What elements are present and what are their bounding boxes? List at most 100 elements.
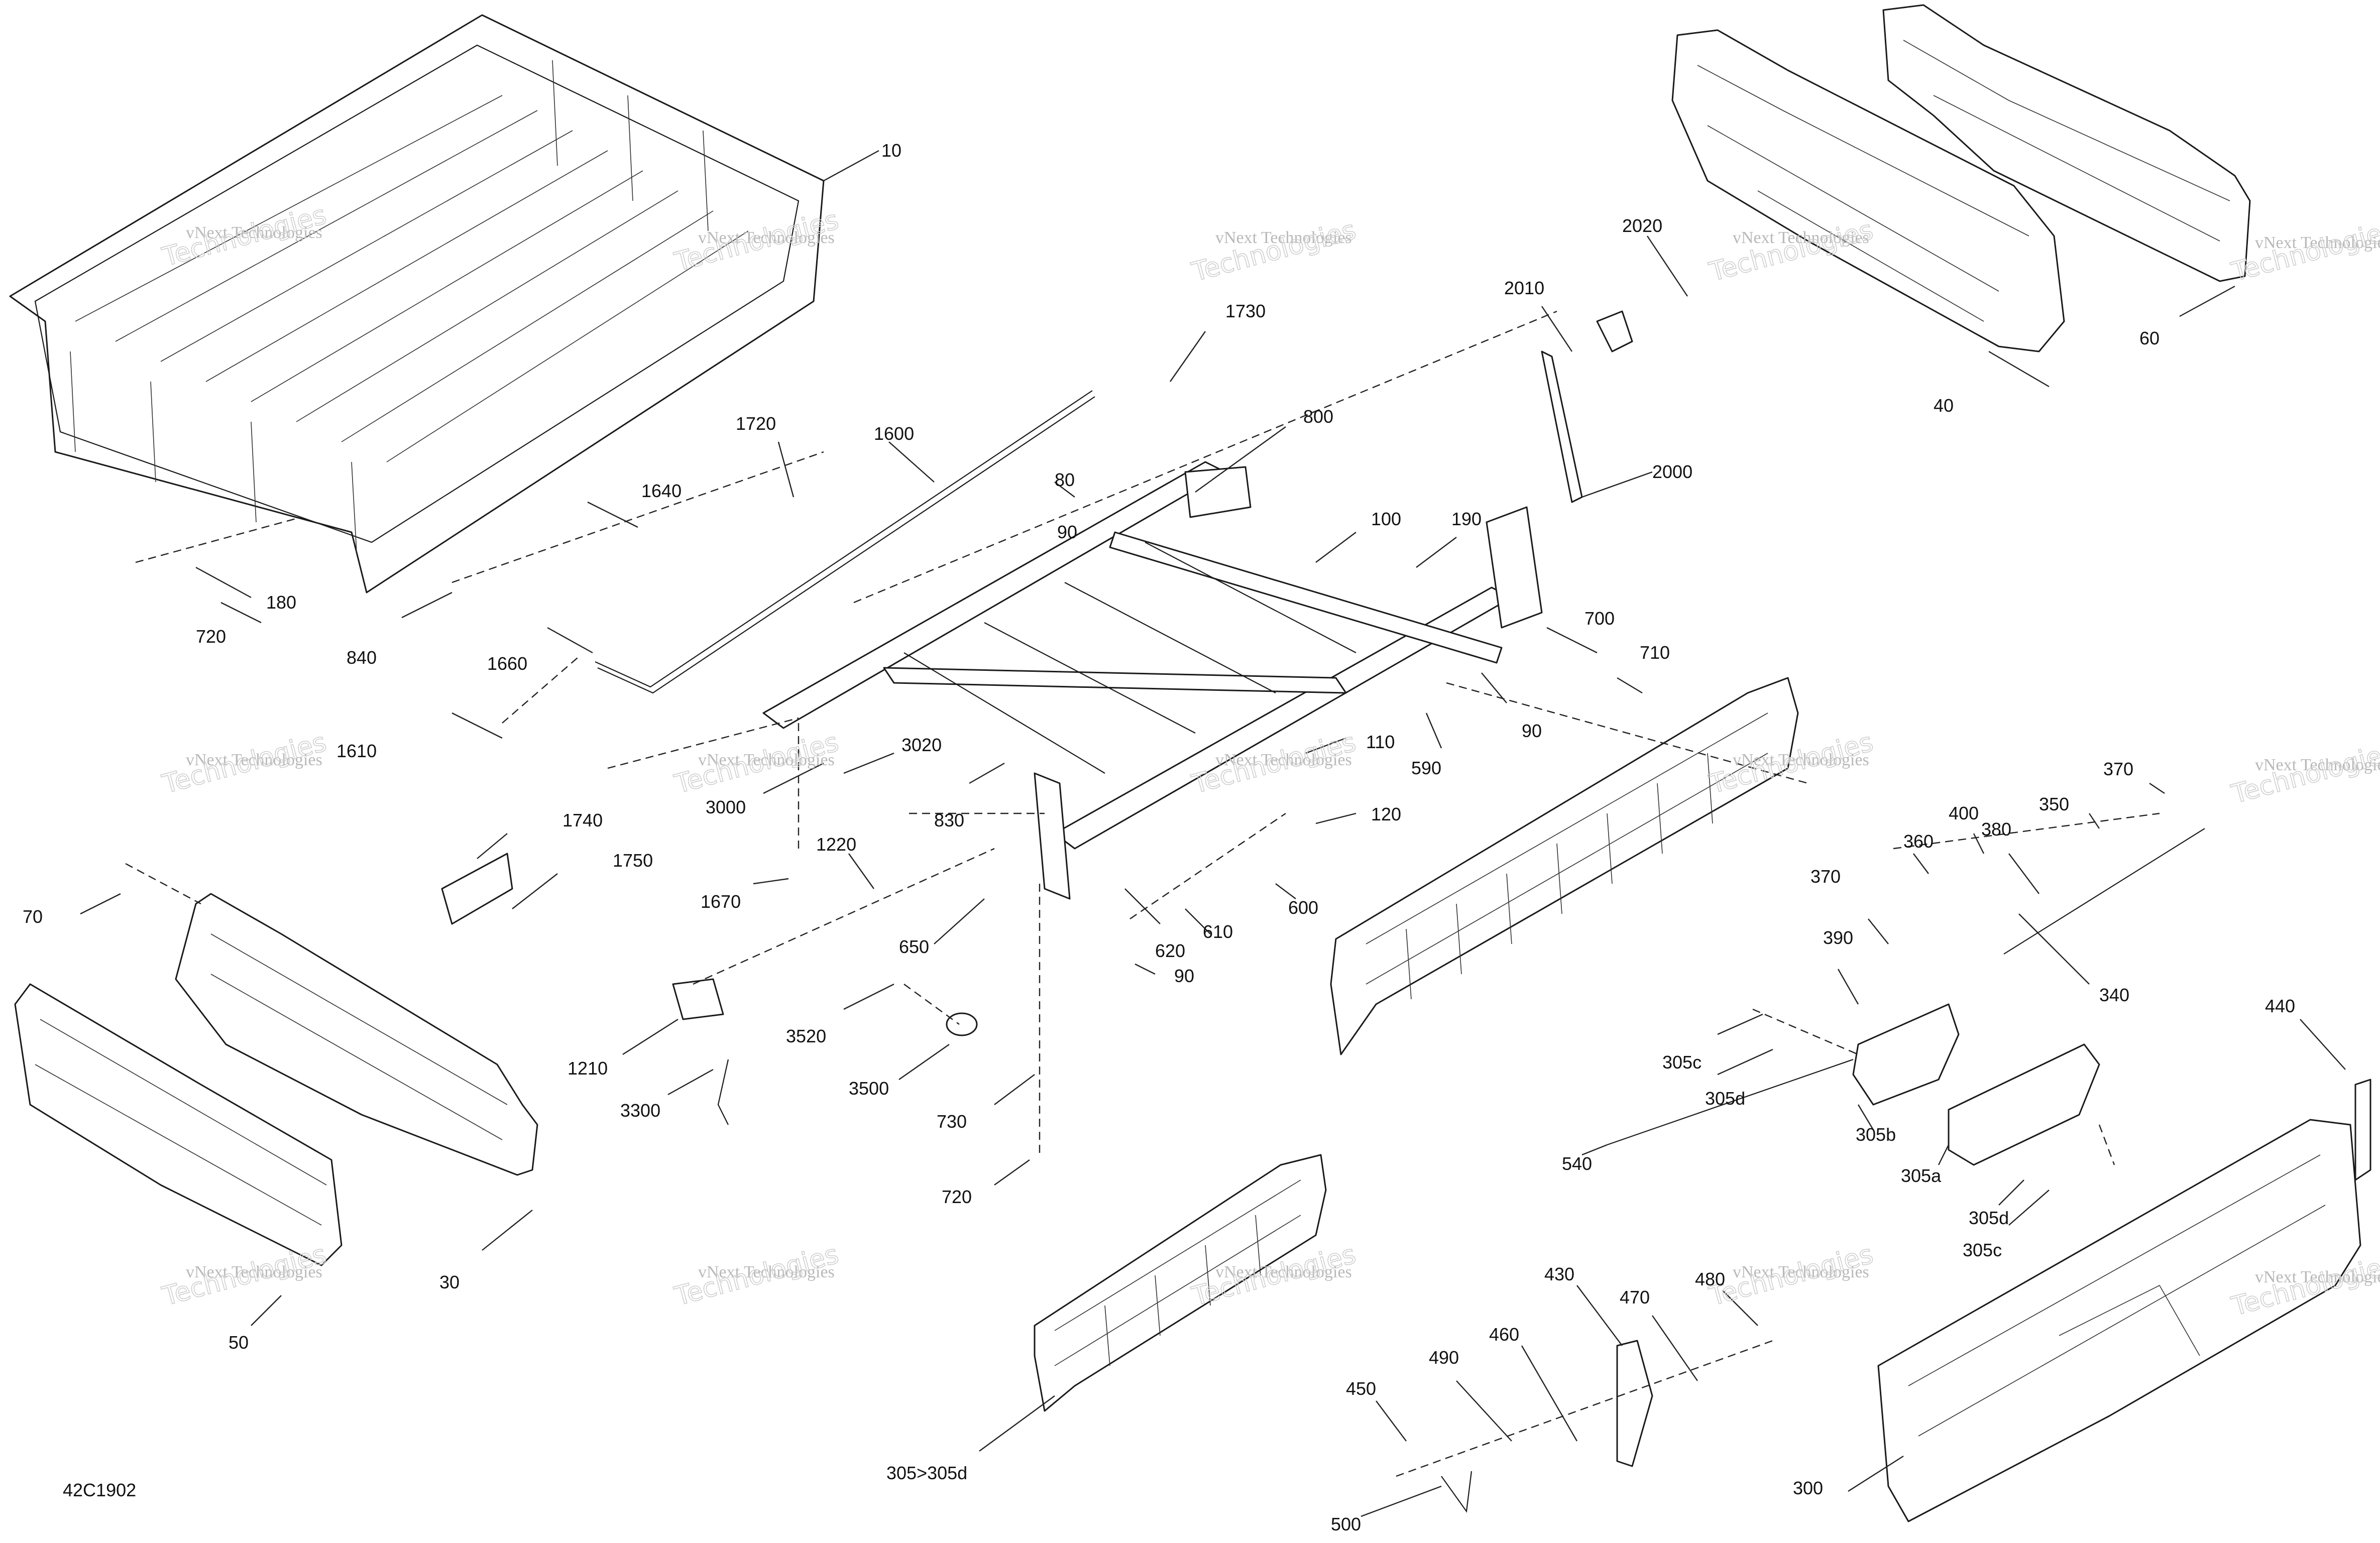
callout: 1670 [701, 891, 741, 912]
tailgate-outer [1877, 1119, 2361, 1522]
svg-text:Technologies: Technologies [2228, 737, 2380, 810]
callout: 3020 [901, 735, 942, 755]
side-panel-60 [1882, 4, 2251, 282]
spring-3300 [717, 1059, 729, 1125]
callout: 305d [1969, 1208, 2009, 1228]
bracket-1740 [441, 853, 513, 925]
callout: 1730 [1225, 301, 1266, 321]
callout: 1640 [641, 481, 682, 501]
callout: 1740 [562, 810, 603, 830]
svg-text:vNext Technologies: vNext Technologies [1733, 1263, 1869, 1281]
callout: 610 [1203, 921, 1233, 942]
callout: 190 [1451, 509, 1482, 529]
callout: 60 [2139, 328, 2160, 348]
svg-text:Technologies: Technologies [2228, 215, 2380, 288]
callout: 650 [899, 936, 929, 957]
tailgate-inner-grid [1330, 677, 1799, 1055]
callout: 730 [937, 1111, 967, 1132]
rod-1600 [597, 396, 1095, 694]
callout: 720 [942, 1186, 972, 1207]
svg-text:vNext Technologies: vNext Technologies [2255, 1268, 2380, 1286]
callout: 710 [1640, 642, 1670, 663]
callout: 10 [881, 140, 901, 161]
callout: 450 [1346, 1378, 1376, 1399]
callout: 380 [1981, 819, 2011, 840]
svg-text:vNext Technologies: vNext Technologies [698, 751, 835, 769]
rod-340 [2003, 828, 2205, 955]
cable-500 [1441, 1471, 1472, 1513]
callout: 540 [1562, 1153, 1592, 1174]
callout: 720 [196, 626, 226, 647]
gas-strut [1541, 310, 1633, 503]
callout: 1610 [336, 741, 377, 761]
leader-lines [80, 150, 2346, 1517]
callout: 500 [1331, 1514, 1361, 1534]
callout: 1720 [736, 413, 776, 434]
hinge-430 [1616, 1340, 1653, 1467]
side-panel-50 [14, 983, 343, 1266]
callout: 620 [1155, 940, 1185, 961]
latch-305a [1948, 1043, 2100, 1166]
figure-id: 42C1902 [63, 1480, 136, 1500]
callout: 30 [439, 1272, 460, 1292]
svg-text:vNext Technologies: vNext Technologies [698, 1263, 835, 1281]
callout: 3300 [620, 1100, 660, 1121]
callout: 90 [1057, 522, 1077, 542]
callout: 360 [1903, 831, 1934, 852]
svg-text:vNext Technologies: vNext Technologies [1733, 751, 1869, 769]
callout: 120 [1371, 804, 1401, 824]
callout: 110 [1366, 732, 1395, 752]
callout: 470 [1620, 1287, 1650, 1308]
callout: 80 [1055, 469, 1075, 490]
callout: 800 [1303, 406, 1333, 427]
cargo-box [9, 14, 825, 594]
callout: 305a [1901, 1165, 1942, 1186]
callout: 3520 [786, 1026, 826, 1046]
callout: 350 [2039, 794, 2069, 814]
callout: 305d [1705, 1088, 1745, 1109]
svg-text:vNext Technologies: vNext Technologies [186, 223, 322, 242]
callout: 305c [1963, 1240, 2002, 1260]
tailgate-inner-bottom [1034, 1154, 1327, 1412]
svg-text:vNext Technologies: vNext Technologies [1215, 1263, 1352, 1281]
callout: 340 [2099, 985, 2129, 1005]
callout: 300 [1793, 1478, 1823, 1498]
callout: 830 [934, 810, 964, 830]
callout: 70 [23, 906, 43, 927]
callout: 1660 [487, 653, 527, 674]
callout: 480 [1695, 1269, 1725, 1289]
svg-text:vNext Technologies: vNext Technologies [698, 228, 835, 247]
callout: 840 [347, 647, 377, 668]
callout: 370 [1810, 866, 1841, 887]
svg-text:vNext Technologies: vNext Technologies [2255, 756, 2380, 774]
side-panel-30 [175, 893, 538, 1176]
callout: 2020 [1622, 215, 1662, 236]
callout: 305c [1662, 1052, 1702, 1073]
callout: 3500 [849, 1078, 889, 1099]
assembly-lines [125, 310, 2160, 1477]
cable-540 [1607, 1058, 1854, 1146]
callout: 3000 [706, 797, 746, 817]
latch-305b [1852, 1003, 1960, 1106]
callout: 305b [1856, 1124, 1896, 1145]
side-panel-40 [1671, 29, 2065, 352]
svg-text:Technologies: Technologies [1189, 215, 1359, 288]
svg-text:vNext Technologies: vNext Technologies [1215, 751, 1352, 769]
svg-text:vNext Technologies: vNext Technologies [1215, 228, 1352, 247]
callout: 2000 [1652, 461, 1692, 482]
hinge-440 [2354, 1079, 2371, 1181]
callout: 180 [266, 592, 296, 613]
callout: 390 [1823, 927, 1853, 948]
svg-text:vNext Technologies: vNext Technologies [1733, 228, 1869, 247]
callout: 1220 [816, 834, 856, 855]
cap-3500 [946, 1012, 978, 1036]
callouts: 10 40 60 2020 2010 2000 1730 800 1600 17… [23, 140, 2295, 1534]
callout: 440 [2265, 996, 2295, 1016]
callout: 305>305d [886, 1463, 967, 1483]
callout: 50 [229, 1332, 249, 1353]
callout: 90 [1174, 966, 1194, 986]
svg-text:vNext Technologies: vNext Technologies [186, 751, 322, 769]
callout: 370 [2103, 759, 2133, 779]
callout: 40 [1934, 395, 1954, 416]
